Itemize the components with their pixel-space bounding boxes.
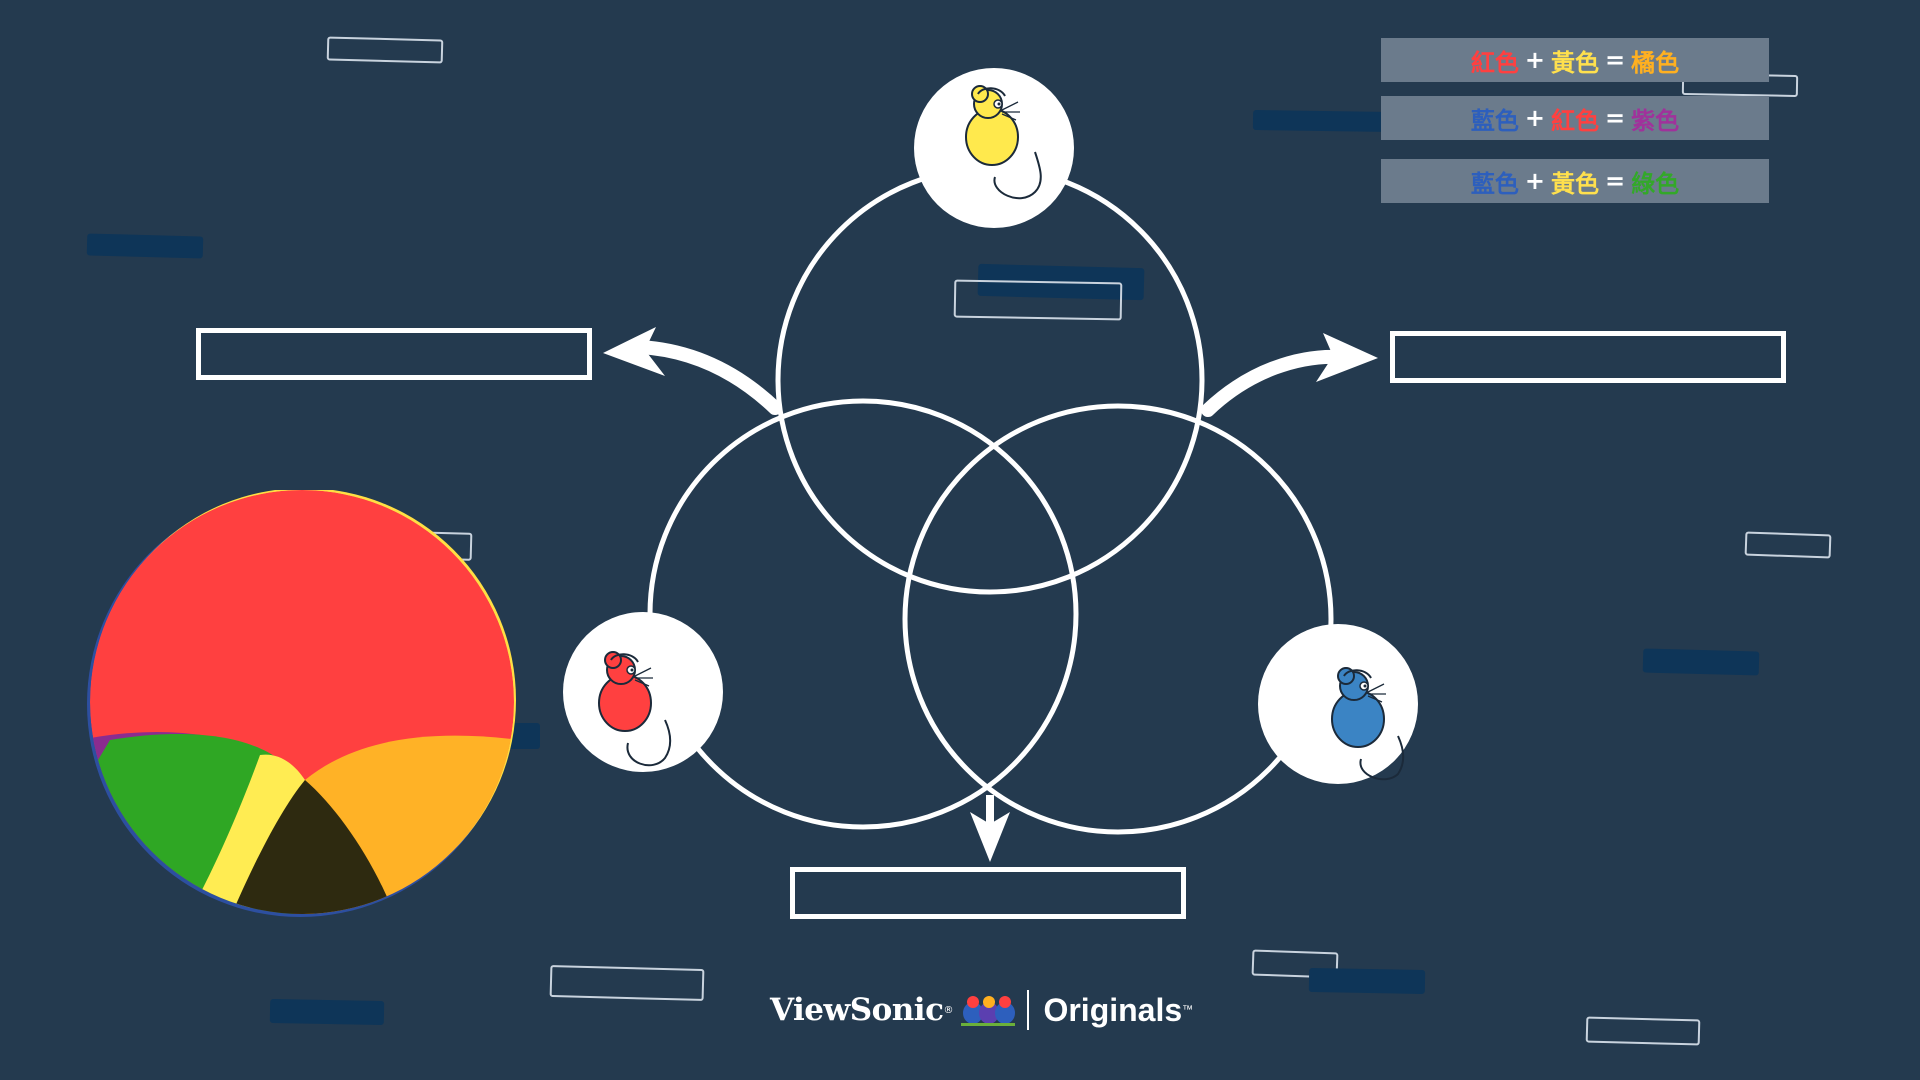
answer-box-left[interactable] — [196, 328, 592, 380]
arrow-left-icon — [603, 327, 775, 408]
brand-viewsonic-text: ViewSonic — [770, 992, 943, 1028]
color-mixing-disc[interactable] — [80, 490, 530, 930]
lovebirds-logo-icon — [959, 991, 1017, 1029]
venn-circle-red[interactable] — [650, 401, 1076, 827]
brand-divider — [1027, 990, 1029, 1030]
venn-circle-yellow[interactable] — [778, 168, 1202, 592]
brand-footer: ViewSonic ® Originals ™ — [770, 985, 1193, 1035]
brand-registered-mark: ® — [943, 1005, 953, 1016]
answer-box-bottom[interactable] — [790, 867, 1186, 919]
arrow-right-icon — [1208, 333, 1378, 410]
yellow-mouse-icon — [966, 86, 1041, 198]
venn-circle-blue[interactable] — [905, 406, 1331, 832]
brand-originals-text: Originals — [1043, 992, 1182, 1029]
blue-mouse-icon — [1332, 668, 1403, 779]
arrow-down-icon — [970, 795, 1010, 862]
answer-box-right[interactable] — [1390, 331, 1786, 383]
brand-trademark: ™ — [1182, 1004, 1193, 1016]
